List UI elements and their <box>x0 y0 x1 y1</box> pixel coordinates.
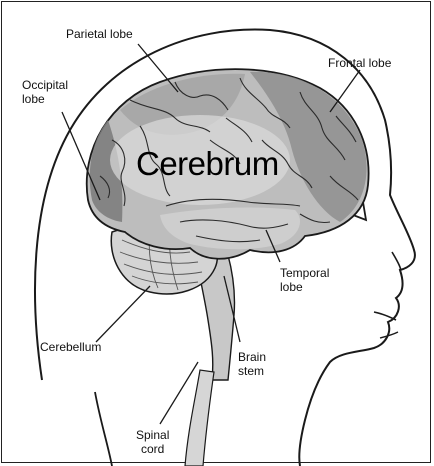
label-parietal-lobe: Parietal lobe <box>66 27 133 41</box>
spinal-cord-shape <box>185 370 214 466</box>
leader-frontal <box>330 70 360 112</box>
nose-detail <box>392 252 401 270</box>
mouth-detail <box>374 312 396 320</box>
cerebrum-title: Cerebrum <box>136 146 279 182</box>
label-frontal-lobe: Frontal lobe <box>328 56 391 70</box>
label-occipital-lobe: Occipital lobe <box>22 78 68 106</box>
label-cerebellum: Cerebellum <box>40 340 101 354</box>
neck-outline <box>95 392 112 466</box>
label-spinal-cord: Spinal cord <box>136 428 169 456</box>
label-brain-stem: Brain stem <box>238 350 266 378</box>
label-temporal-lobe: Temporal lobe <box>280 266 329 294</box>
leader-cerebellum <box>96 286 150 342</box>
